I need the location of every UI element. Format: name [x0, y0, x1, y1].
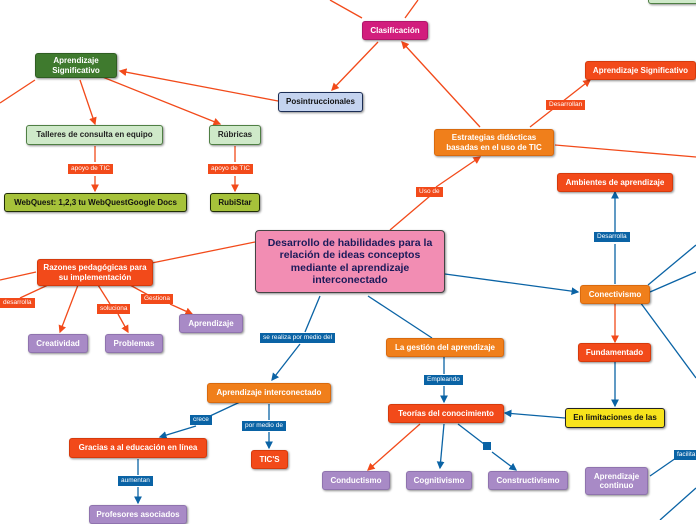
node-creatividad[interactable]: Creatividad: [28, 334, 88, 353]
label-desarrollan: Desarrollan: [546, 100, 586, 110]
node-razones[interactable]: Razones pedagógicas para su implementaci…: [37, 259, 153, 286]
label-desarrolla-left: desarrolla: [0, 298, 35, 308]
edge-crece-gracias: [158, 425, 197, 439]
node-aprendizaje[interactable]: Aprendizaje: [179, 314, 243, 333]
node-gestion[interactable]: La gestión del aprendizaje: [386, 338, 504, 357]
node-aprendizaje-continuo[interactable]: Aprendizaje continuo: [585, 467, 648, 495]
node-limitaciones[interactable]: En limitaciones de las: [565, 408, 665, 428]
edge-conectivismo-right-2: [649, 271, 696, 293]
node-aprendizaje-significativo-left[interactable]: Aprendizaje Significativo: [35, 53, 117, 78]
node-talleres[interactable]: Talleres de consulta en equipo: [26, 125, 163, 145]
edge-square-constructivismo: [491, 451, 518, 471]
edge-central-uso: [389, 195, 431, 231]
edge-top-left-partial: [329, 0, 363, 19]
label-apoyo-tic-1: apoyo de TIC: [68, 164, 113, 174]
label-crece: crece: [190, 415, 212, 425]
edge-central-gestion: [367, 295, 433, 339]
node-problemas[interactable]: Problemas: [105, 334, 163, 353]
edge-conectivismo-right-1: [647, 244, 696, 286]
edge-soluciona-problemas: [117, 313, 129, 334]
node-profesores[interactable]: Profesores asociados: [89, 505, 187, 524]
edge-gestiona-aprendizaje: [169, 303, 194, 315]
node-webquest[interactable]: WebQuest: 1,2,3 tu WebQuestGoogle Docs: [4, 193, 187, 212]
edge-teorias-conductismo: [367, 423, 421, 471]
label-uso-de: Uso de: [416, 187, 443, 197]
node-posinstruccionales[interactable]: Posintruccionales: [278, 92, 363, 112]
node-ambientes[interactable]: Ambientes de aprendizaje: [557, 173, 673, 192]
edge-uso-estrategias: [435, 156, 482, 188]
label-apoyo-tic-2: apoyo de TIC: [208, 164, 253, 174]
edge-limitaciones-teorias: [503, 409, 566, 419]
node-rubistar[interactable]: RubiStar: [210, 193, 260, 212]
node-fundamentado[interactable]: Fundamentado: [578, 343, 651, 362]
edge-continuo-facilita: [649, 457, 677, 477]
label-por-medio: por medio de: [242, 421, 286, 431]
node-central[interactable]: Desarrollo de habilidades para la relaci…: [255, 230, 445, 293]
label-soluciona: soluciona: [97, 304, 131, 314]
edge-teorias-square: [457, 423, 485, 445]
edge-aprinter-crece: [209, 401, 241, 417]
edge-left-partial: [0, 79, 36, 104]
edge-serealiza-aprinter: [271, 343, 301, 382]
connector-square: [483, 442, 491, 450]
node-conductismo[interactable]: Conductismo: [322, 471, 390, 490]
node-conectivismo[interactable]: Conectivismo: [580, 285, 650, 304]
edge-central-conectivismo: [444, 273, 580, 295]
edge-aprsig-rubricas: [99, 75, 222, 126]
label-desarrolla-right: Desarrolla: [594, 232, 630, 242]
label-gestiona: Gestiona: [141, 294, 174, 304]
node-aprendizaje-interconectado[interactable]: Aprendizaje interconectado: [207, 383, 331, 403]
node-rubricas[interactable]: Rúbricas: [209, 125, 261, 145]
edge-clasificacion-posinstruccionales: [331, 41, 379, 91]
node-estrategias[interactable]: Estrategias didácticas basadas en el uso…: [434, 129, 554, 156]
edge-estrategias-right-partial: [554, 144, 696, 158]
node-gracias[interactable]: Gracias a al educación en línea: [69, 438, 207, 458]
edge-razones-soluciona: [97, 284, 111, 305]
label-empleando: Empleando: [424, 375, 463, 385]
edge-estrategias-clasificacion: [401, 41, 481, 128]
edge-razones-creatividad: [58, 284, 79, 334]
edge-aprsig-talleres: [79, 79, 97, 126]
node-tics[interactable]: TIC'S: [251, 450, 288, 469]
edge-teorias-cognitivismo: [436, 423, 445, 470]
edge-right-bottom-partial: [659, 487, 696, 520]
label-aumentan: aumentan: [118, 476, 153, 486]
node-constructivismo[interactable]: Constructivismo: [488, 471, 568, 490]
edge-conectivismo-right-3: [639, 301, 696, 379]
edge-razones-left-partial: [0, 271, 37, 281]
label-se-realiza: se realiza por medio del: [260, 333, 336, 343]
edge-posinst-aprendizaje-sig: [118, 68, 279, 102]
node-teorias[interactable]: Teorías del conocimiento: [388, 404, 504, 423]
edge-top-right-partial: [404, 0, 419, 19]
node-partial-top-right: [648, 0, 696, 4]
node-cognitivismo[interactable]: Cognitivismo: [406, 471, 472, 490]
node-aprendizaje-significativo-right[interactable]: Aprendizaje Significativo: [585, 61, 696, 80]
label-facilita: facilita: [674, 450, 696, 460]
edge-razones-desarrolla: [19, 284, 49, 299]
edge-central-serealiza: [304, 295, 321, 333]
edge-central-razones: [140, 241, 256, 268]
node-clasificacion[interactable]: Clasificación: [362, 21, 428, 40]
